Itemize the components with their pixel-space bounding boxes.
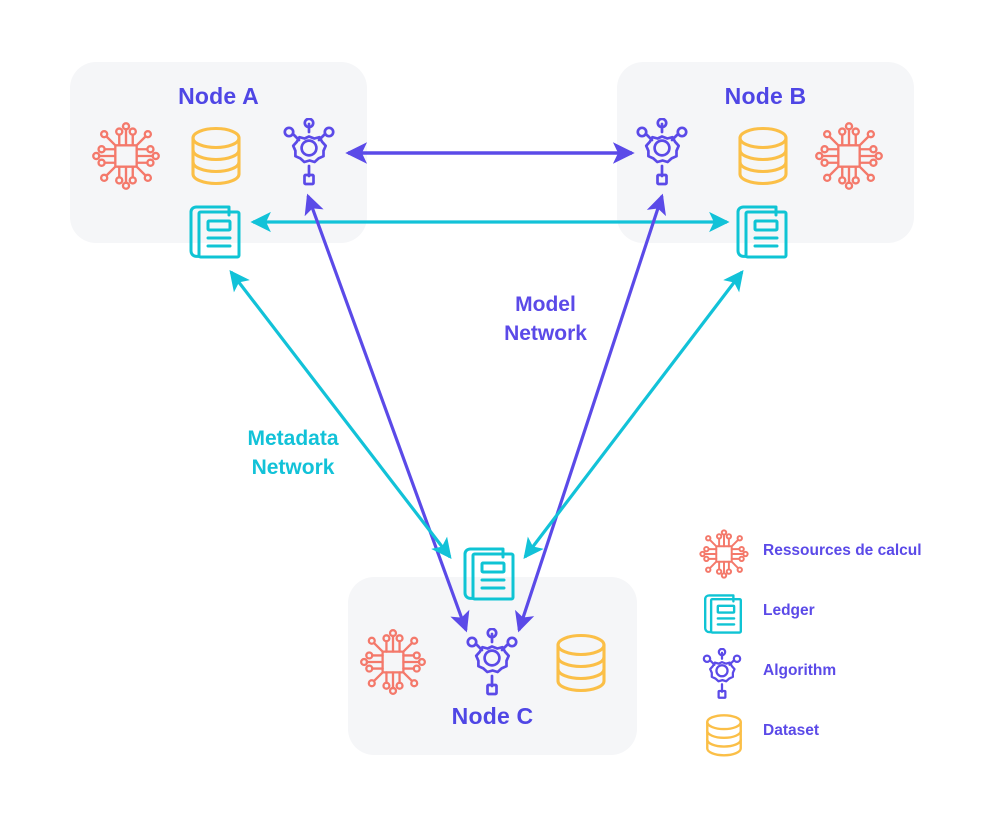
node-b-dataset-icon: [733, 124, 793, 195]
algorithm-icon: [701, 647, 743, 709]
node-a-label: Node A: [178, 83, 259, 109]
node-b-algorithm-icon: [634, 117, 690, 197]
connection-b-c-model: [515, 193, 666, 633]
node-c-compute-icon: [358, 627, 428, 702]
metadata-network-label: Metadata Network: [247, 427, 339, 479]
node-a-dataset-icon: [186, 124, 246, 195]
legend-label-dataset: Dataset: [763, 722, 819, 739]
connection-a-c-metadata: [229, 269, 452, 560]
node-b-label: Node B: [724, 83, 807, 109]
legend-label-compute: Ressources de calcul: [763, 542, 922, 559]
node-a-ledger-icon: [184, 203, 246, 266]
node-c-ledger-icon: [458, 545, 520, 608]
node-c-dataset-icon: [551, 631, 611, 702]
node-a-algorithm-icon: [281, 117, 337, 197]
legend-label-algorithm: Algorithm: [763, 662, 837, 679]
connection-a-c-model: [304, 193, 470, 633]
dataset-icon: [702, 712, 746, 765]
node-c-algorithm-icon: [464, 627, 520, 707]
node-a-compute-icon: [90, 120, 162, 197]
node-c-label: Node C: [451, 703, 534, 729]
ledger-icon: [700, 592, 746, 641]
model-network-label: Model Network: [504, 293, 587, 345]
node-b-ledger-icon: [731, 203, 793, 266]
legend-label-ledger: Ledger: [763, 602, 815, 619]
compute-icon: [698, 528, 750, 585]
connection-b-c-metadata: [523, 269, 744, 560]
node-b-compute-icon: [813, 120, 885, 197]
